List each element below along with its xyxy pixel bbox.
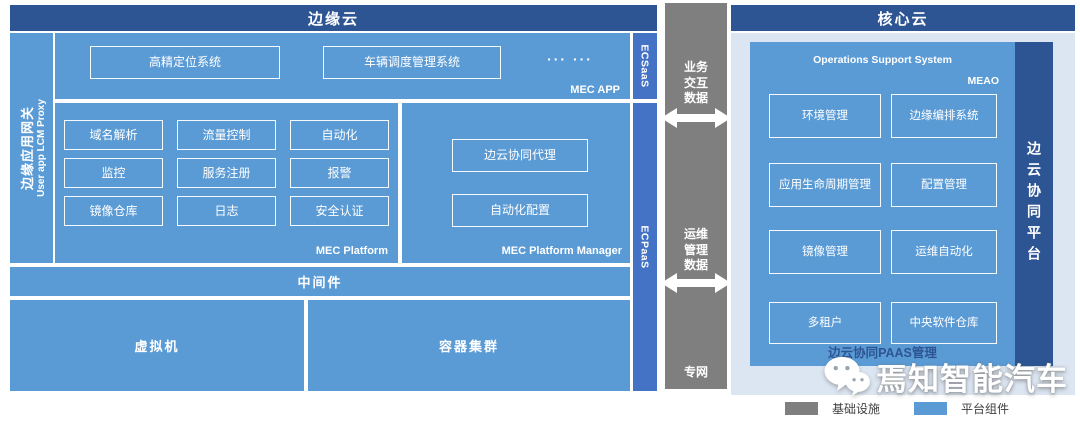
platform-box-alarm: 报警 <box>290 158 389 188</box>
platform-box-traffic: 流量控制 <box>177 120 276 150</box>
data-link-column: 业务 交互 数据 运维 管理 数据 专网 <box>661 3 731 389</box>
app-box-dispatch: 车辆调度管理系统 <box>323 46 501 79</box>
business-data-double-arrow-icon <box>661 108 731 128</box>
core-cloud-title: 核心云 <box>877 10 929 28</box>
gateway-label-en: User app LCM Proxy <box>35 99 47 197</box>
mec-app-section: 高精定位系统 车辆调度管理系统 ··· ··· MEC APP <box>55 33 630 99</box>
legend: 基础设施 平台组件 <box>785 400 1009 417</box>
ecpaas-label: ECPaaS <box>639 225 651 269</box>
virtual-machine-block: 虚拟机 <box>10 300 304 391</box>
ecsaas-strip: ECSaaS <box>633 33 657 99</box>
mec-platform-grid: 域名解析 流量控制 自动化 监控 服务注册 报警 镜像仓库 日志 安全认证 <box>64 120 389 226</box>
ecpaas-strip: ECPaaS <box>633 103 657 391</box>
ops-data-label: 运维 管理 数据 <box>665 227 727 274</box>
middleware-bar: 中间件 <box>10 267 630 296</box>
platform-box-service-registry: 服务注册 <box>177 158 276 188</box>
watermark-text: 焉知智能汽车 <box>876 361 1068 397</box>
ops-data-double-arrow-icon <box>661 273 731 293</box>
app-box-positioning: 高精定位系统 <box>90 46 280 79</box>
legend-swatch-infrastructure <box>785 402 818 415</box>
container-cluster-block: 容器集群 <box>308 300 630 391</box>
core-box-multi-tenant: 多租户 <box>769 302 881 344</box>
platform-box-dns: 域名解析 <box>64 120 163 150</box>
core-box-ops-automation: 运维自动化 <box>891 230 997 274</box>
core-box-central-software-repo: 中央软件仓库 <box>891 302 997 344</box>
mec-platform-section: 域名解析 流量控制 自动化 监控 服务注册 报警 镜像仓库 日志 安全认证 ME… <box>55 103 398 263</box>
pm-box-auto-config: 自动化配置 <box>452 194 588 227</box>
business-data-line1: 业务 <box>683 60 708 74</box>
wechat-icon <box>824 356 870 396</box>
core-box-image-mgmt: 镜像管理 <box>769 230 881 274</box>
private-network-label: 专网 <box>683 365 708 380</box>
cloud-edge-platform-label: 边云协同平台 <box>1026 141 1042 267</box>
core-cloud-header: 核心云 <box>731 5 1075 31</box>
core-box-app-lifecycle-mgmt: 应用生命周期管理 <box>769 163 881 207</box>
paas-management-label: 边云协同PAAS管理 <box>828 346 937 360</box>
more-apps-ellipsis: ··· ··· <box>547 51 593 67</box>
platform-box-security-auth: 安全认证 <box>290 196 389 226</box>
watermark: 焉知智能汽车 <box>822 352 1068 400</box>
core-cloud-panel: Operations Support System MEAO 环境管理 边缘编排… <box>750 42 1015 366</box>
core-box-environment-mgmt: 环境管理 <box>769 94 881 138</box>
meao-label: MEAO <box>967 75 1000 87</box>
ops-data-line2: 管理 <box>683 242 708 257</box>
business-data-line3: 数据 <box>683 91 708 106</box>
business-data-line2: 交互 <box>683 75 708 90</box>
mec-platform-manager-label: MEC Platform Manager <box>501 245 622 257</box>
legend-label-infrastructure: 基础设施 <box>832 402 881 416</box>
mec-app-label: MEC APP <box>570 84 620 96</box>
edge-cloud-title: 边缘云 <box>307 10 359 28</box>
platform-box-logs: 日志 <box>177 196 276 226</box>
platform-box-monitoring: 监控 <box>64 158 163 188</box>
edge-app-gateway-label: 边缘应用网关 User app LCM Proxy <box>17 99 47 197</box>
ecsaas-label: ECSaaS <box>639 44 651 88</box>
platform-box-image-repo: 镜像仓库 <box>64 196 163 226</box>
gateway-label-zh: 边缘应用网关 <box>19 106 35 191</box>
business-data-label: 业务 交互 数据 <box>665 60 727 107</box>
legend-swatch-platform <box>914 402 948 415</box>
core-box-config-mgmt: 配置管理 <box>891 163 997 207</box>
platform-box-automation: 自动化 <box>290 120 389 150</box>
edge-app-gateway-strip: 边缘应用网关 User app LCM Proxy <box>10 33 53 263</box>
legend-label-platform: 平台组件 <box>961 402 1010 416</box>
core-box-edge-orchestration: 边缘编排系统 <box>891 94 997 138</box>
edge-cloud-header: 边缘云 <box>10 5 657 31</box>
oss-title: Operations Support System <box>813 54 952 66</box>
ops-data-line3: 数据 <box>683 258 708 273</box>
mec-platform-label: MEC Platform <box>315 245 388 257</box>
ops-data-line1: 运维 <box>683 227 708 241</box>
pm-box-edge-cloud-agent: 边云协同代理 <box>452 139 588 172</box>
cloud-edge-platform-strip: 边云协同平台 <box>1015 42 1053 366</box>
mec-platform-manager-section: 边云协同代理 自动化配置 MEC Platform Manager <box>402 103 630 263</box>
